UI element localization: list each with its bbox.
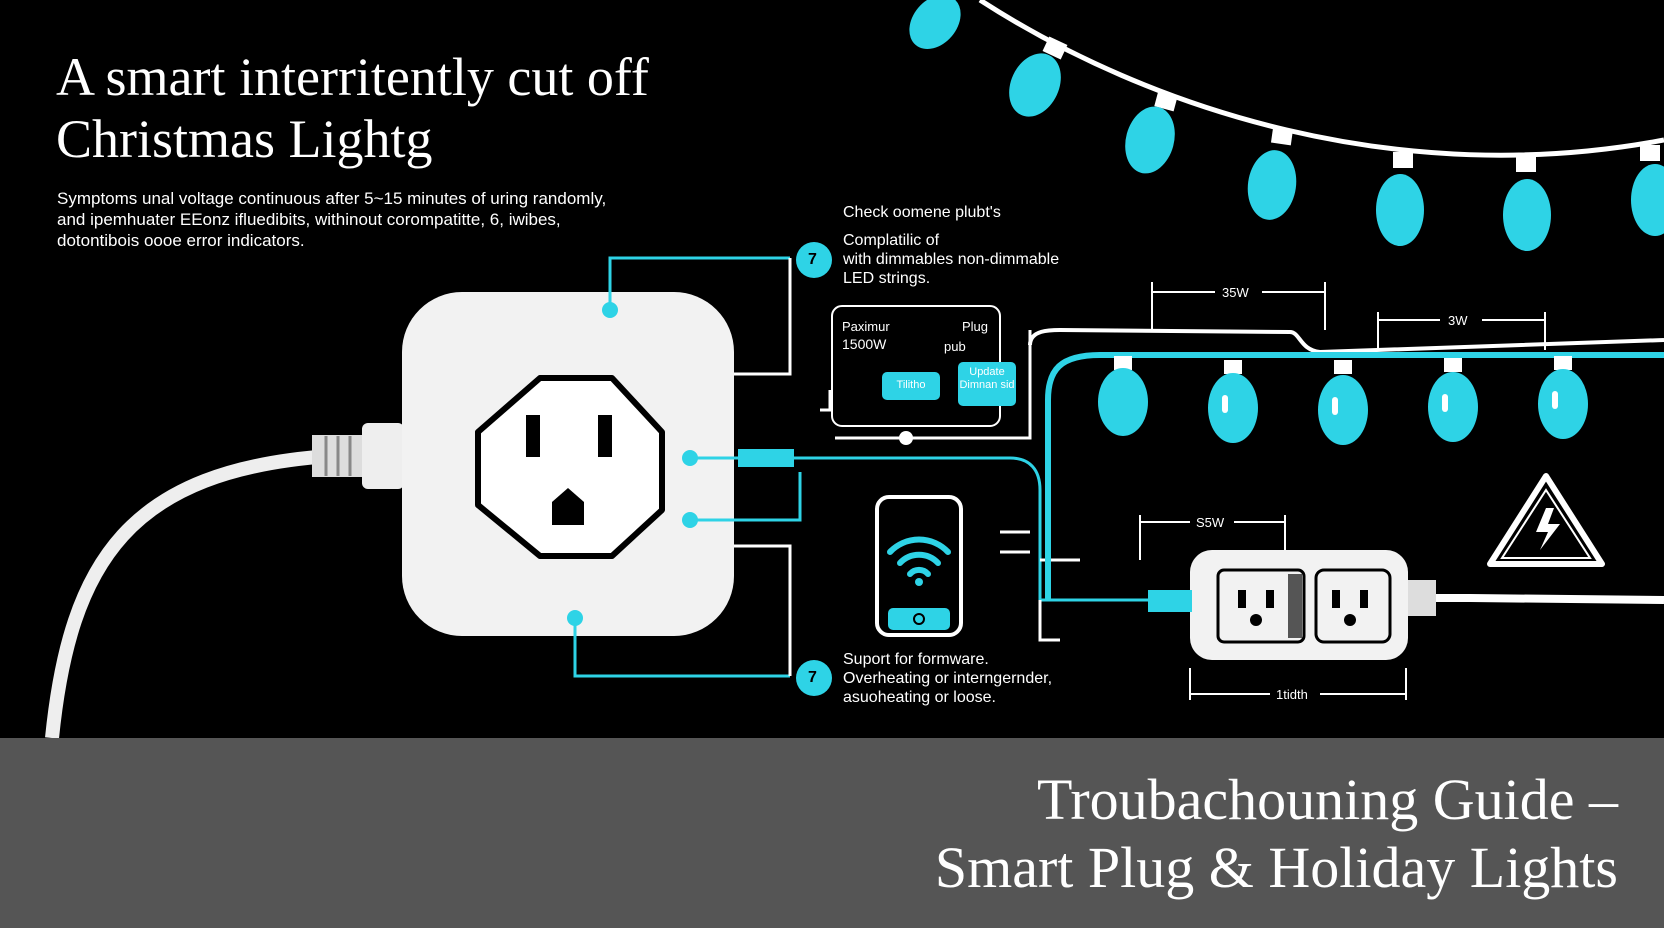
check-line-1: Check oomene plubt's [843,204,1001,221]
dim-top-left: 35W [1222,285,1249,300]
check-line-4: LED strings. [843,270,931,287]
badge-firmware-number: 7 [808,669,817,686]
power-strip [1190,550,1408,660]
badge-firmware [796,660,832,696]
title-line-1: A smart interritently cut off [56,47,649,107]
footer-band [0,738,1664,928]
badge-check [796,242,832,278]
spec-label-pub: pub [944,339,966,354]
warning-icon [1487,473,1605,567]
symptoms-line-3: dotontibois oooe error indicators. [57,231,305,250]
check-line-2: Complatilic of [843,232,940,249]
symptoms-line-2: and ipemhuater EEonz ifluedibits, within… [57,210,561,229]
title-line-2: Christmas Lightg [56,109,433,169]
check-line-3: with dimmables non-dimmable [843,251,1060,268]
dim-top-right: 3W [1448,313,1468,328]
bulb-icon [1125,90,1178,174]
mid-light-string-bulbs [1098,356,1588,445]
bulb-icon [1428,358,1478,442]
spec-button-left-label: Tilitho [896,379,926,391]
bulb-icon [1376,152,1424,246]
wifi-icon [887,536,951,586]
spec-button-right-label: Update Dimnan sid [959,366,1015,391]
outlet-icon [475,375,665,559]
spec-button-left [882,372,940,400]
top-light-string-wire [978,0,1664,158]
bulb-icon [1009,36,1068,117]
firmware-line-2: Overheating or interngernder, [843,670,1053,687]
spec-label-max: Paximur [842,319,890,334]
bulb-icon [1538,356,1588,439]
smartphone-icon [875,495,963,637]
dim-strip-top: S5W [1196,515,1225,530]
check-callout: Check oomene plubt's Complatilic of with… [843,203,1059,288]
dimension-brackets [1139,282,1546,700]
dim-strip-bottom: 1tidth [1276,687,1308,702]
spec-button-right [958,362,1016,406]
symptoms-text: Symptoms unal voltage continuous after 5… [57,188,697,251]
page-title: A smart interritently cut off Christmas … [56,46,649,170]
bulb-icon [1247,126,1297,220]
connector-lines [567,256,1190,678]
power-cable [45,449,331,739]
top-light-string-bulbs [909,0,1664,251]
bulb-icon [909,0,961,49]
strip-cable [1400,594,1664,604]
footer-title: Troubachouning Guide – Smart Plug & Holi… [935,766,1618,902]
firmware-line-3: asuoheating or loose. [843,689,996,706]
footer-line-2: Smart Plug & Holiday Lights [934,835,1618,900]
firmware-callout: Suport for formware. Overheating or inte… [843,650,1052,707]
footer-line-1: Troubachouning Guide – [1036,767,1618,832]
bulb-icon [1098,356,1148,436]
symptoms-line-1: Symptoms unal voltage continuous after 5… [57,189,607,208]
badge-check-number: 7 [808,251,817,268]
bulb-icon [1208,360,1258,443]
bulb-icon [1503,156,1551,251]
spec-label-plug: Plug [962,319,989,334]
mid-light-string-wire [1028,327,1664,355]
mid-light-string-cable [1045,352,1664,600]
bulb-icon [1631,145,1664,236]
firmware-line-1: Suport for formware. [843,651,989,668]
spec-label-watt: 1500W [842,336,887,352]
bulb-icon [1318,360,1368,445]
